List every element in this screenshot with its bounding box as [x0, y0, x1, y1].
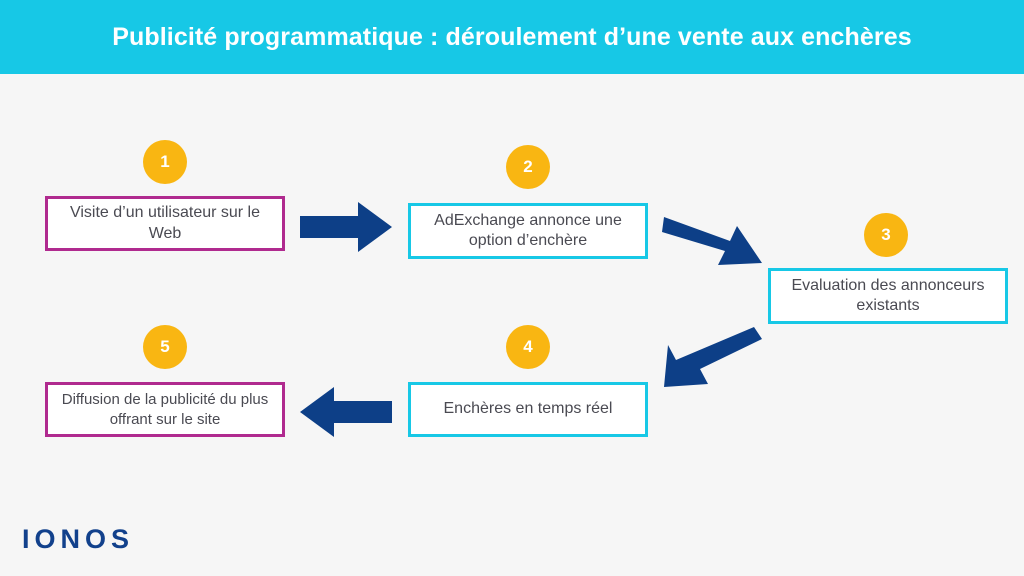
- step-box-2-label: AdExchange annonce une option d’enchère: [434, 211, 622, 249]
- step-box-2[interactable]: AdExchange annonce une option d’enchère: [408, 203, 648, 259]
- step-badge-4-number: 4: [523, 337, 533, 356]
- arrow-step1-to-step2-icon: [300, 198, 392, 261]
- step-badge-5-number: 5: [160, 337, 170, 356]
- step-box-5-label: Diffusion de la publicité du plus offran…: [61, 391, 269, 428]
- step-badge-3: 3: [864, 213, 908, 257]
- step-box-1-label: Visite d’un utilisateur sur le Web: [69, 204, 261, 242]
- step-badge-1-number: 1: [160, 152, 170, 171]
- step-box-3-label: Evaluation des annonceurs existants: [791, 276, 985, 314]
- step-badge-5: 5: [143, 325, 187, 369]
- ionos-logo: IONOS: [22, 524, 135, 554]
- step-box-4[interactable]: Enchères en temps réel: [408, 382, 648, 437]
- arrow-step3-to-step4-icon: [662, 327, 764, 404]
- step-badge-2: 2: [506, 145, 550, 189]
- header-band: [0, 0, 1024, 74]
- page-title: Publicité programmatique : déroulement d…: [112, 22, 912, 51]
- arrow-step4-to-step5-icon: [300, 383, 392, 446]
- step-box-1[interactable]: Visite d’un utilisateur sur le Web: [45, 196, 285, 251]
- step-box-3[interactable]: Evaluation des annonceurs existants: [768, 268, 1008, 324]
- step-box-5[interactable]: Diffusion de la publicité du plus offran…: [45, 382, 285, 437]
- step-badge-2-number: 2: [523, 157, 533, 176]
- arrow-step2-to-step3-icon: [662, 203, 764, 280]
- step-badge-1: 1: [143, 140, 187, 184]
- step-box-4-label: Enchères en temps réel: [443, 400, 613, 418]
- step-badge-4: 4: [506, 325, 550, 369]
- step-badge-3-number: 3: [881, 225, 891, 244]
